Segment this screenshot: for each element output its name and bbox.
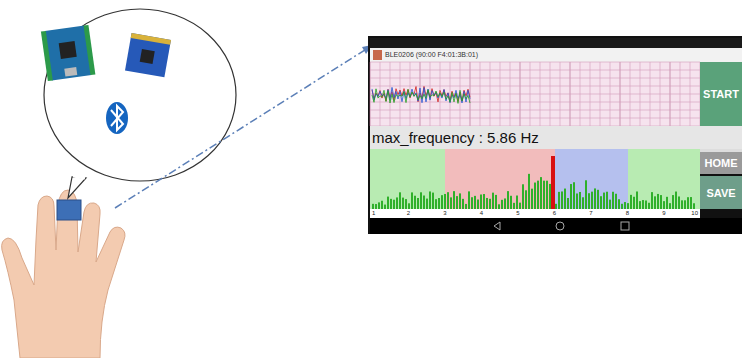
axis-tick: 9 [662, 210, 665, 216]
axis-tick: 6 [553, 210, 556, 216]
axis-tick: 10 [691, 210, 698, 216]
axis-tick: 7 [589, 210, 592, 216]
axis-tick: 2 [407, 210, 410, 216]
axis-tick: 1 [372, 210, 375, 216]
hand [2, 190, 125, 358]
button-label: START [703, 88, 739, 100]
button-label: HOME [705, 157, 738, 169]
ring-sensor [57, 200, 81, 220]
app-button: SAVE [700, 176, 742, 209]
axis-tick: 4 [480, 210, 483, 216]
axis-tick: 5 [516, 210, 519, 216]
frequency-readout: max_frequency : 5.86 Hz [372, 130, 539, 145]
app-button: START [700, 62, 742, 126]
bluetooth-logo [106, 102, 128, 134]
device-name: BLE0206 (90:00 F4:01:3B:01) [385, 51, 478, 58]
mpu-board [125, 33, 171, 77]
app-button: HOME [700, 152, 742, 174]
arduino-nano [41, 25, 95, 81]
callout-bubble [44, 9, 236, 198]
axis-tick: 3 [443, 210, 446, 216]
button-label: SAVE [706, 187, 735, 199]
leader-arrow [115, 45, 372, 208]
tablet-screen [368, 36, 742, 234]
axis-tick: 8 [626, 210, 629, 216]
